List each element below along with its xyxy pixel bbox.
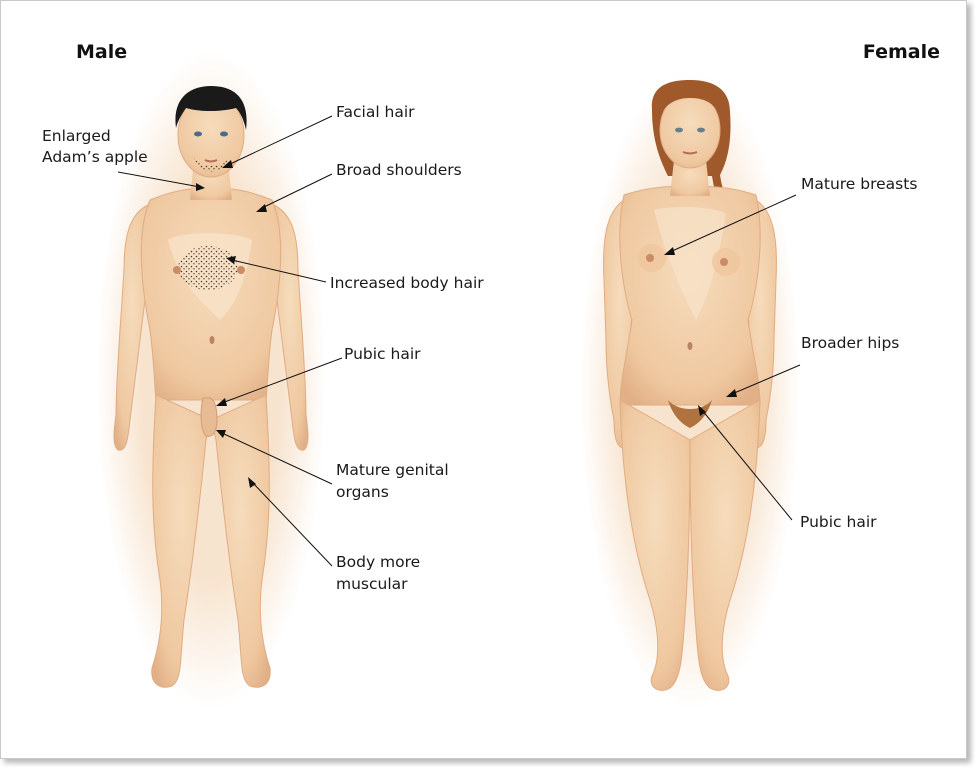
female-heading: Female xyxy=(863,41,940,63)
label-male-pubic-hair: Pubic hair xyxy=(344,345,421,363)
label-adams-apple-line1: Enlarged xyxy=(42,127,111,145)
label-body-hair: Increased body hair xyxy=(330,274,484,292)
label-broad-shoulders: Broad shoulders xyxy=(336,161,462,179)
label-female-pubic-hair: Pubic hair xyxy=(800,513,877,531)
label-facial-hair: Facial hair xyxy=(336,103,415,121)
label-muscular-line2: muscular xyxy=(336,575,408,593)
label-muscular-line1: Body more xyxy=(336,553,420,571)
male-heading: Male xyxy=(76,41,127,63)
label-genital-organs-line2: organs xyxy=(336,483,389,501)
label-genital-organs-line1: Mature genital xyxy=(336,461,449,479)
label-hips: Broader hips xyxy=(801,334,899,352)
label-breasts: Mature breasts xyxy=(801,175,917,193)
female-figure xyxy=(580,70,800,710)
label-adams-apple-line2: Adam’s apple xyxy=(42,148,148,166)
